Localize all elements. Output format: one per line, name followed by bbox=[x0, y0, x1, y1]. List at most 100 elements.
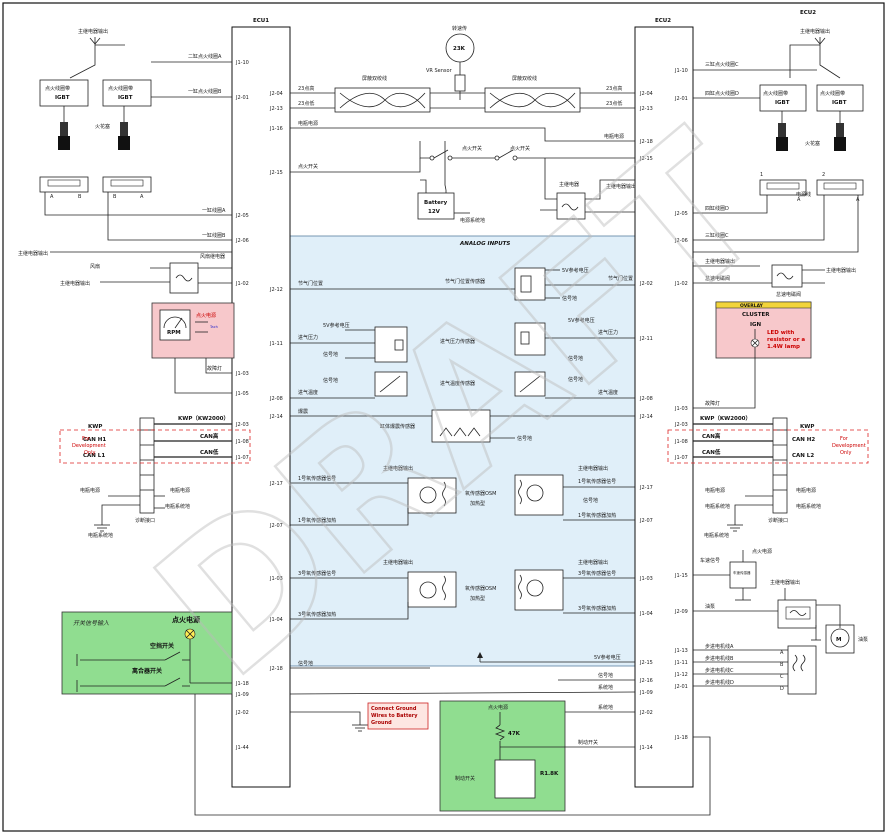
o2-signal-label-right: 1号氧传感器信号 bbox=[578, 478, 616, 485]
pin-label: J2-13 bbox=[269, 106, 283, 112]
idle-relay-label: 怠速电磁阀 bbox=[705, 275, 730, 282]
intake-temp-label-left: 进气温度 bbox=[298, 389, 318, 396]
pin-label: J2-15 bbox=[639, 660, 653, 666]
cyl1-a-label: 一缸线圈A bbox=[202, 207, 226, 214]
vehicle-speed-sensor bbox=[729, 561, 757, 589]
stepper-a-label: 步进电机线A bbox=[705, 643, 734, 650]
pin-label: J1-07 bbox=[674, 455, 688, 461]
can-l1-label: CAN L1 bbox=[83, 453, 105, 459]
pin-label: J1-02 bbox=[235, 281, 249, 287]
pin-label: J2-01 bbox=[674, 684, 688, 690]
knock-sensor-label: 缸体爆震传感器 bbox=[380, 423, 415, 430]
pin-label: J2-08 bbox=[639, 396, 653, 402]
igbt-label-1b: IGBT bbox=[55, 95, 70, 101]
pin-label: J1-12 bbox=[674, 672, 688, 678]
o2-heater-label-right: 1号氧传感器加热 bbox=[578, 512, 616, 519]
battery-label: Battery bbox=[424, 200, 448, 206]
batt-supply-label-left: 电瓶电源 bbox=[80, 487, 100, 494]
fault-lamp-label-left: 故障灯 bbox=[207, 365, 222, 372]
res-47k: 47K bbox=[508, 731, 521, 737]
ecu2-right-pins: J1-10J2-01J2-05J2-06J1-02J1-03J2-03J1-08… bbox=[674, 68, 688, 741]
analog-inputs-panel bbox=[263, 235, 664, 667]
pin-label: J1-03 bbox=[639, 576, 653, 582]
ecu2-corner-label: ECU2 bbox=[800, 10, 816, 16]
ign-power-big: 点火电源 bbox=[172, 615, 200, 624]
ignition-c-label: 三缸点火线圈C bbox=[705, 61, 739, 68]
intake-pressure-label-right: 进气压力 bbox=[598, 329, 618, 336]
switch-input-label: 开关信号输入 bbox=[73, 619, 109, 627]
svg-text:IGBT: IGBT bbox=[832, 100, 847, 106]
intake-temp-label-right: 进气温度 bbox=[598, 389, 618, 396]
batt-supply-label-right: 电瓶电源 bbox=[705, 487, 725, 494]
pin-label: J2-07 bbox=[269, 523, 283, 529]
fan-label: 风扇 bbox=[90, 263, 100, 270]
brake-switch-inner bbox=[494, 759, 536, 799]
fan-relay-label: 风扇继电器 bbox=[200, 253, 225, 260]
pin-label: J2-06 bbox=[674, 238, 688, 244]
pin-label: J2-04 bbox=[269, 91, 283, 97]
brake-switch-label-right: 制动开关 bbox=[578, 739, 598, 746]
switch-input-box bbox=[61, 611, 233, 695]
svg-text:B: B bbox=[113, 194, 117, 200]
knock-gnd: 信号地 bbox=[517, 435, 532, 442]
fuel-pump-motor bbox=[830, 628, 850, 648]
analog-inputs-title: ANALOG INPUTS bbox=[459, 241, 510, 247]
can-h1-label: CAN H1 bbox=[83, 437, 106, 443]
pin-label: J1-04 bbox=[269, 617, 283, 623]
brake-ign-power: 点火电源 bbox=[488, 704, 508, 711]
pin-label: J1-44 bbox=[235, 745, 249, 751]
main-relay-out-label-r3: 主继电器输出 bbox=[826, 267, 856, 274]
speed-sensor-label: 转速传 bbox=[452, 25, 467, 32]
throttle-pos-label-left: 节气门位置 bbox=[298, 280, 323, 287]
svg-text:点火线圈带: 点火线圈带 bbox=[763, 90, 788, 97]
cluster-label: CLUSTER bbox=[742, 312, 770, 318]
fuel-pump-label-left: 油泵 bbox=[705, 603, 715, 610]
o2-heater3-label-left: 3号氧传感器加热 bbox=[298, 611, 336, 618]
cluster-box bbox=[715, 301, 812, 359]
batt-gnd-label-right3: 电瓶系统地 bbox=[704, 532, 729, 539]
pin-label: J1-14 bbox=[639, 745, 653, 751]
pin-label: J1-16 bbox=[269, 126, 283, 132]
coil-pin-2: 2 bbox=[822, 172, 825, 178]
sys-gnd-lower: 系统地 bbox=[598, 684, 613, 691]
main-relay-out-label-left3: 主继电器输出 bbox=[60, 280, 90, 287]
pin-label: J2-16 bbox=[639, 678, 653, 684]
spark-plug-2-body bbox=[118, 136, 130, 150]
pin-label: J1-02 bbox=[674, 281, 688, 287]
throttle-sensor-label: 节气门位置传感器 bbox=[445, 278, 485, 285]
ecu1-label: ECU1 bbox=[253, 18, 269, 24]
ecu2-left-pins: J2-04J2-13J2-18J2-15J2-02J2-11J2-08J2-14… bbox=[639, 91, 653, 751]
v5-ref-lower: 5V参考电压 bbox=[594, 654, 621, 661]
ground-note-box bbox=[367, 702, 429, 730]
dev-only-right: For bbox=[840, 436, 849, 442]
igbt-label-2b: IGBT bbox=[118, 95, 133, 101]
ecu1-box bbox=[231, 26, 291, 788]
svg-text:B: B bbox=[78, 194, 82, 200]
map-gnd-right: 信号地 bbox=[568, 355, 583, 362]
pin-label: J1-07 bbox=[235, 455, 249, 461]
vr-sensor-body bbox=[454, 74, 466, 92]
shield-label-right: 屏蔽双绞线 bbox=[512, 75, 537, 82]
battery-voltage: 12V bbox=[428, 209, 441, 215]
batt-gnd-label-left2: 电瓶系统地 bbox=[88, 532, 113, 539]
main-relay-out-label-left: 主继电器输出 bbox=[78, 28, 108, 35]
map-sensor-right bbox=[514, 322, 546, 356]
pin-label: J2-15 bbox=[639, 156, 653, 162]
o2-heater3-label-right: 3号氧传感器加热 bbox=[578, 605, 616, 612]
batt-gnd-label-right: 电瓶系统地 bbox=[705, 503, 730, 510]
map-5v-left: 5V参考电压 bbox=[323, 322, 350, 329]
pin-label: J2-01 bbox=[674, 96, 688, 102]
pin-label: J1-03 bbox=[674, 406, 688, 412]
dev-only-box-right bbox=[667, 429, 869, 464]
o2-type-label: 氧传感器OSM bbox=[465, 490, 496, 497]
svg-text:加热型: 加热型 bbox=[470, 595, 485, 602]
svg-text:1.4W lamp: 1.4W lamp bbox=[767, 344, 800, 350]
map-gnd-left: 信号地 bbox=[323, 351, 338, 358]
dev-only-box-left bbox=[59, 429, 251, 464]
ign-switch-label: 点火开关 bbox=[462, 145, 482, 152]
cyl3-c-label: 三缸线圈C bbox=[705, 232, 729, 239]
svg-text:A: A bbox=[797, 197, 801, 203]
pin-label: J1-18 bbox=[235, 681, 249, 687]
